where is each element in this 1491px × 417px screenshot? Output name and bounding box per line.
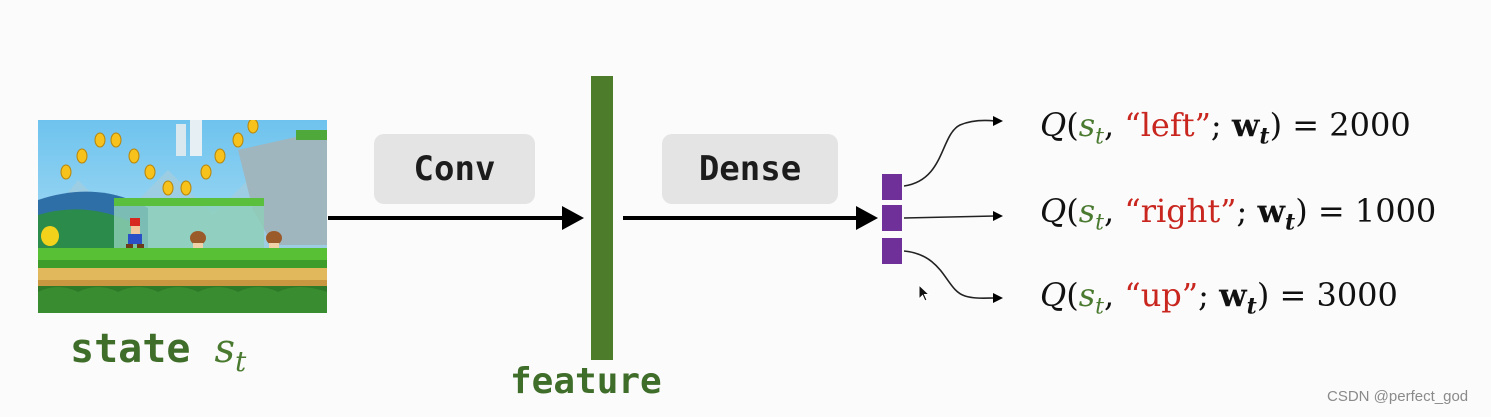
- weight-subscript: t: [1285, 209, 1296, 236]
- state-symbol: st: [1078, 106, 1104, 149]
- feature-label: feature: [510, 361, 662, 402]
- conv-label: Conv: [413, 149, 496, 189]
- weight-subscript: t: [1246, 293, 1257, 320]
- q-value-up: 3000: [1316, 276, 1398, 314]
- state-var-subscript: t: [235, 345, 247, 378]
- mouse-cursor-icon: [918, 284, 931, 302]
- left-output-curve: [903, 116, 1003, 187]
- state-letter: s: [1078, 276, 1096, 314]
- weight-symbol: wt: [1219, 276, 1257, 319]
- q-output-cell-left: [882, 174, 902, 200]
- watermark-text: CSDN @perfect_god: [1327, 388, 1469, 405]
- q-output-cell-right: [882, 205, 902, 231]
- q-output-cell-up: [882, 238, 902, 264]
- state-subscript: t: [1095, 294, 1104, 320]
- action-left: “left”: [1124, 106, 1211, 144]
- game-scene: [38, 120, 327, 313]
- state-word: state: [70, 326, 191, 372]
- image-to-feature-arrow: [328, 206, 584, 230]
- weight-subscript: t: [1259, 123, 1270, 150]
- feature-vector-bar: [591, 76, 613, 360]
- state-var-letter: s: [214, 326, 236, 372]
- state-subscript: t: [1095, 124, 1104, 150]
- q-symbol: Q: [1040, 192, 1067, 230]
- action-up: “up”: [1124, 276, 1199, 314]
- state-letter: s: [1078, 192, 1096, 230]
- q-symbol: Q: [1040, 106, 1067, 144]
- q-value-right: 1000: [1354, 192, 1437, 230]
- action-right: “right”: [1124, 192, 1237, 230]
- game-screenshot-image: [38, 120, 327, 313]
- q-value-left: 2000: [1329, 106, 1411, 144]
- conv-layer-box: Conv: [374, 134, 535, 204]
- state-symbol: st: [1078, 192, 1104, 235]
- up-output-curve: [903, 250, 1003, 303]
- dense-layer-box: Dense: [662, 134, 838, 204]
- dense-label: Dense: [698, 149, 802, 189]
- feature-to-output-arrow: [623, 206, 878, 230]
- q-equation-right: Q(st, “right”; wt) = 1000: [1040, 192, 1437, 236]
- q-equation-left: Q(st, “left”; wt) = 2000: [1040, 106, 1411, 150]
- state-letter: s: [1078, 106, 1096, 144]
- state-subscript: t: [1095, 210, 1104, 236]
- state-symbol: st: [1078, 276, 1104, 319]
- weight-symbol: wt: [1231, 106, 1270, 149]
- q-equation-up: Q(st, “up”; wt) = 3000: [1040, 276, 1398, 320]
- weight-symbol: wt: [1257, 192, 1295, 235]
- q-symbol: Q: [1040, 276, 1067, 314]
- weight-letter: w: [1219, 276, 1247, 314]
- state-label: state st: [70, 324, 246, 387]
- weight-letter: w: [1257, 192, 1286, 230]
- weight-letter: w: [1231, 106, 1260, 144]
- right-output-line: [903, 211, 1003, 221]
- state-variable: st: [214, 326, 247, 378]
